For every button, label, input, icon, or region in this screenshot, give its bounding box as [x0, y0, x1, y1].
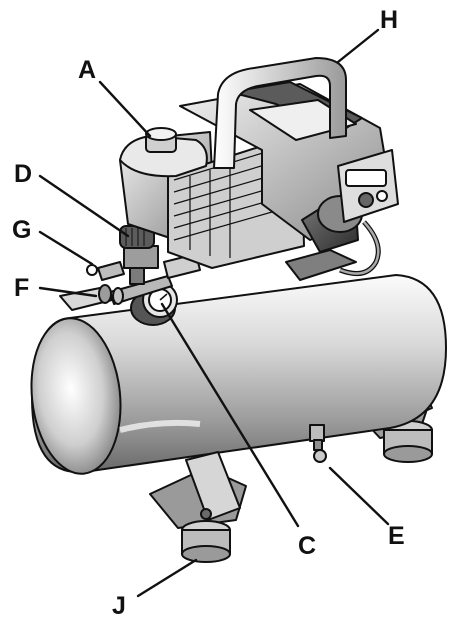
- drain-valve: [309, 424, 327, 463]
- leader-h: [336, 28, 380, 64]
- callout-j: J: [112, 592, 126, 620]
- leader-lines: [38, 28, 390, 598]
- callout-e: E: [388, 522, 405, 550]
- callout-labels: A H D G F C E J: [12, 6, 405, 620]
- callout-f: F: [14, 274, 29, 302]
- callout-a: A: [78, 56, 96, 84]
- callout-d: D: [14, 160, 32, 188]
- leader-c: [160, 302, 300, 528]
- air-filter-cap: [119, 127, 208, 178]
- callout-c: C: [298, 532, 316, 560]
- safety-valve: [86, 261, 125, 281]
- control-panel: [337, 149, 399, 277]
- air-tank: [30, 274, 447, 475]
- leader-g: [38, 230, 94, 266]
- front-foot-left: [149, 451, 247, 563]
- leader-d: [38, 174, 130, 238]
- leader-j: [136, 558, 198, 598]
- leader-f: [38, 286, 98, 298]
- carry-handle: [213, 57, 347, 169]
- leader-e: [328, 466, 390, 526]
- callout-h: H: [380, 6, 398, 34]
- callout-g: G: [12, 216, 31, 244]
- pressure-regulator: [119, 225, 159, 285]
- leader-a: [98, 80, 152, 138]
- quick-coupler: [59, 284, 124, 311]
